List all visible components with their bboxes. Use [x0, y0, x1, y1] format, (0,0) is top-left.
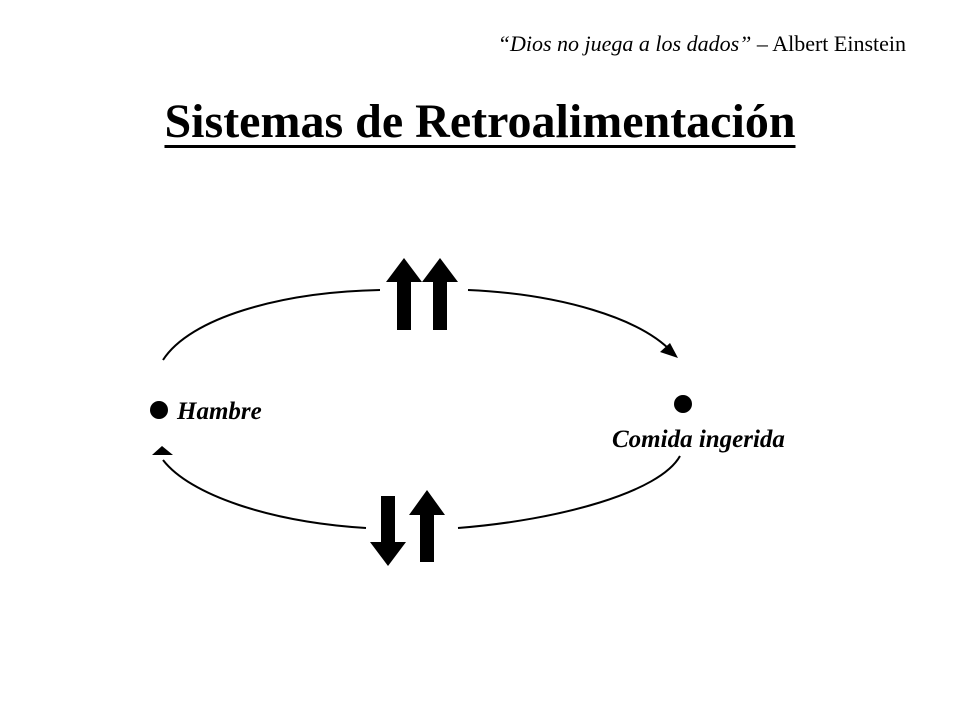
quote-author: – Albert Einstein — [751, 31, 906, 56]
bottom-arc-left — [162, 459, 367, 529]
up-arrow-icon — [386, 258, 422, 330]
top-arc-right — [467, 289, 673, 353]
page-title: Sistemas de Retroalimentación — [0, 92, 960, 152]
top-arc-left — [162, 289, 381, 361]
down-arrow-icon — [370, 496, 406, 566]
quote-text: “Dios no juega a los dados” — [497, 31, 752, 56]
bottom-arc-arrowhead — [152, 446, 173, 455]
node-dot-comida — [674, 395, 692, 413]
top-indicator-up-up — [386, 258, 458, 330]
bottom-arc-right — [457, 455, 681, 529]
node-dot-hambre — [150, 401, 168, 419]
bottom-indicator-down-up — [370, 490, 445, 566]
up-arrow-icon — [422, 258, 458, 330]
node-label-comida: Comida ingerida — [612, 426, 785, 453]
up-arrow-icon — [409, 490, 445, 562]
top-arc-arrowhead — [660, 343, 678, 358]
quote: “Dios no juega a los dados” – Albert Ein… — [498, 30, 906, 58]
page-title-text: Sistemas de Retroalimentación — [164, 95, 796, 148]
node-label-hambre: Hambre — [176, 398, 262, 425]
